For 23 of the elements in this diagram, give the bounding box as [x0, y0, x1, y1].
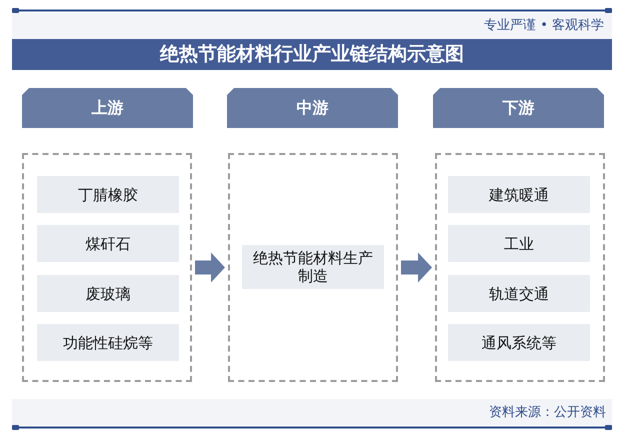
- column-heading: 下游: [502, 100, 534, 116]
- dashed-group-box: [228, 153, 398, 382]
- dashed-group-box: [22, 153, 192, 382]
- column-heading: 中游: [296, 100, 328, 116]
- dashed-group-box: [435, 153, 605, 382]
- chart-title: 绝热节能材料行业产业链结构示意图: [160, 45, 464, 64]
- flow-arrow: [195, 252, 225, 282]
- column-header-tab: [227, 88, 398, 128]
- item-label: 功能性硅烷等: [63, 334, 153, 352]
- item-label: 工业: [504, 234, 534, 252]
- column-header-tab: [22, 88, 193, 128]
- flow-arrow: [401, 252, 432, 282]
- source-note: 资料来源：公开资料: [489, 404, 606, 422]
- item-label: 废玻璃: [86, 284, 130, 302]
- tagline: 专业严谨 • 客观科学: [484, 17, 604, 36]
- item-label: 通风系统等: [482, 334, 556, 352]
- item-label: 丁腈橡胶: [78, 186, 138, 204]
- item-label: 轨道交通: [489, 284, 549, 302]
- item-label: 建筑暖通: [489, 186, 549, 204]
- column-heading: 上游: [92, 100, 124, 116]
- column-header-tab: [433, 88, 604, 128]
- item-label: 绝热节能材料生产制造: [252, 249, 374, 285]
- item-label: 煤矸石: [86, 234, 130, 252]
